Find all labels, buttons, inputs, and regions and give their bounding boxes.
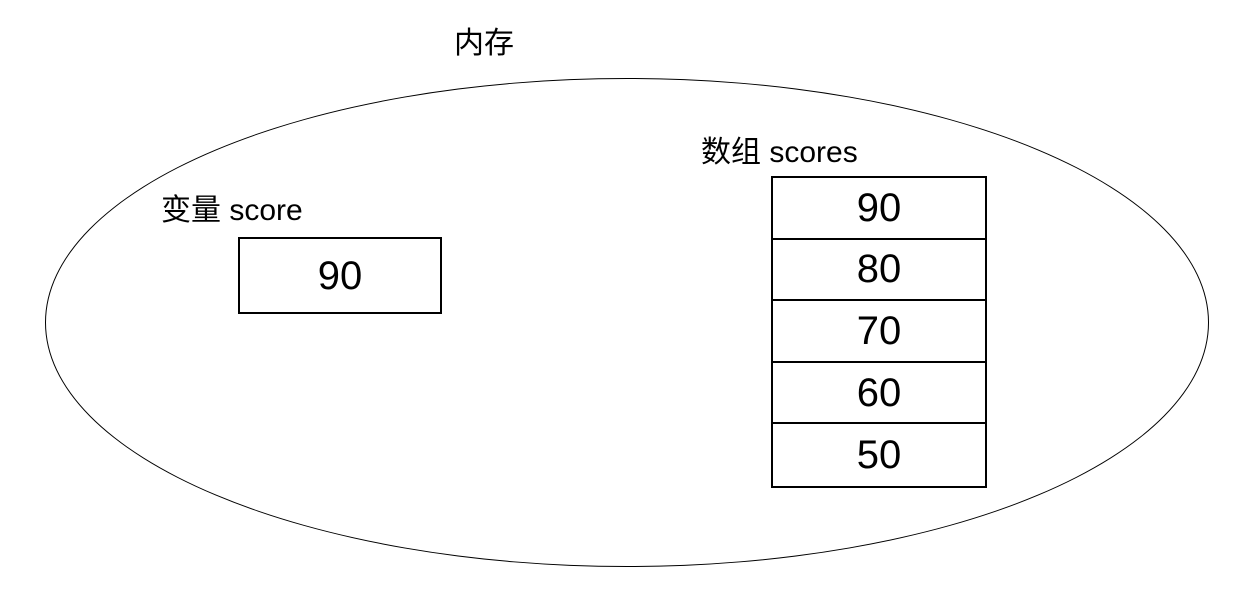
array-cell-value: 80 bbox=[856, 247, 902, 292]
array-cell: 70 bbox=[773, 301, 985, 363]
array-cell: 50 bbox=[773, 424, 985, 486]
diagram-title: 内存 bbox=[454, 27, 514, 60]
array-cell-value: 90 bbox=[856, 185, 902, 230]
variable-value: 90 bbox=[317, 253, 363, 298]
array-box: 90 80 70 60 50 bbox=[771, 176, 987, 488]
array-cell-value: 50 bbox=[856, 433, 902, 478]
array-cell-value: 70 bbox=[856, 308, 902, 353]
variable-label: 变量 score bbox=[161, 194, 303, 227]
array-cell: 90 bbox=[773, 178, 985, 240]
array-cell: 60 bbox=[773, 363, 985, 425]
memory-boundary-ellipse bbox=[45, 78, 1209, 567]
variable-box: 90 bbox=[238, 237, 442, 314]
array-cell-value: 60 bbox=[856, 370, 902, 415]
array-cell: 80 bbox=[773, 240, 985, 302]
array-label: 数组 scores bbox=[701, 136, 858, 169]
